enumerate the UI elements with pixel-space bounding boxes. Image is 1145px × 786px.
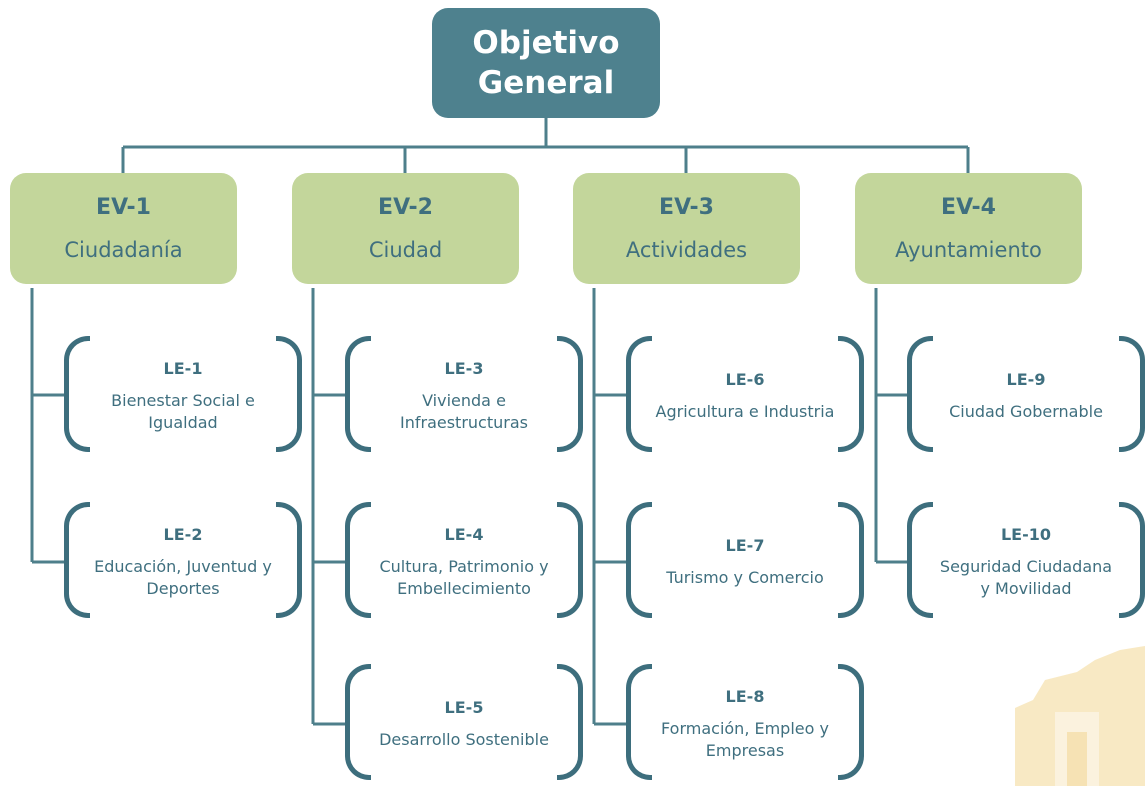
ev-name: Ciudad bbox=[368, 237, 443, 262]
root-title-line1: Objetivo bbox=[472, 25, 620, 61]
left-brace bbox=[345, 664, 371, 780]
le-code: LE-2 bbox=[163, 525, 203, 544]
ev-name: Ayuntamiento bbox=[895, 237, 1042, 262]
le-code: LE-9 bbox=[1006, 370, 1046, 389]
left-brace bbox=[626, 502, 652, 618]
le-code: LE-7 bbox=[725, 536, 765, 555]
ev-code: EV-2 bbox=[378, 194, 433, 220]
left-brace bbox=[64, 502, 90, 618]
right-brace bbox=[557, 502, 583, 618]
left-brace bbox=[345, 502, 371, 618]
right-brace bbox=[1119, 336, 1145, 452]
le-name: Agricultura e Industria bbox=[655, 402, 835, 421]
left-brace bbox=[626, 336, 652, 452]
ev-node-4: EV-4 Ayuntamiento bbox=[855, 173, 1082, 284]
right-brace bbox=[276, 502, 302, 618]
le-node-9: LE-9 Ciudad Gobernable bbox=[907, 336, 1145, 456]
left-brace bbox=[64, 336, 90, 452]
le-code: LE-10 bbox=[1000, 525, 1052, 544]
left-brace bbox=[345, 336, 371, 452]
root-node: Objetivo General bbox=[432, 8, 660, 118]
right-brace bbox=[557, 336, 583, 452]
le-node-10: LE-10 Seguridad Ciudadana y Movilidad bbox=[907, 502, 1145, 622]
le-node-4: LE-4 Cultura, Patrimonio y Embellecimien… bbox=[345, 502, 583, 622]
le-code: LE-5 bbox=[444, 698, 484, 717]
le-node-8: LE-8 Formación, Empleo y Empresas bbox=[626, 664, 864, 784]
right-brace bbox=[557, 664, 583, 780]
building-watermark-icon bbox=[1015, 646, 1145, 786]
left-brace bbox=[907, 502, 933, 618]
le-code: LE-3 bbox=[444, 359, 484, 378]
root-title-line2: General bbox=[477, 65, 615, 101]
le-node-1: LE-1 Bienestar Social e Igualdad bbox=[64, 336, 302, 456]
le-name: Bienestar Social e Igualdad bbox=[111, 391, 255, 432]
right-brace bbox=[276, 336, 302, 452]
right-brace bbox=[1119, 502, 1145, 618]
le-node-3: LE-3 Vivienda e Infraestructuras bbox=[345, 336, 583, 456]
left-brace bbox=[907, 336, 933, 452]
le-node-7: LE-7 Turismo y Comercio bbox=[626, 502, 864, 622]
right-brace bbox=[838, 664, 864, 780]
le-name: Vivienda e Infraestructuras bbox=[400, 391, 528, 432]
ev-name: Actividades bbox=[625, 237, 748, 262]
le-code: LE-1 bbox=[163, 359, 203, 378]
le-name: Ciudad Gobernable bbox=[949, 402, 1103, 421]
le-name: Educación, Juventud y Deportes bbox=[94, 557, 272, 598]
ev-code: EV-1 bbox=[96, 194, 151, 220]
le-name: Seguridad Ciudadana y Movilidad bbox=[939, 557, 1113, 598]
le-node-6: LE-6 Agricultura e Industria bbox=[626, 336, 864, 456]
left-brace bbox=[626, 664, 652, 780]
ev-node-3: EV-3 Actividades bbox=[573, 173, 800, 284]
le-name: Desarrollo Sostenible bbox=[379, 730, 549, 749]
le-name: Formación, Empleo y Empresas bbox=[661, 719, 829, 760]
le-code: LE-4 bbox=[444, 525, 484, 544]
right-brace bbox=[838, 502, 864, 618]
le-code: LE-6 bbox=[725, 370, 765, 389]
right-brace bbox=[838, 336, 864, 452]
le-node-5: LE-5 Desarrollo Sostenible bbox=[345, 664, 583, 784]
ev-code: EV-4 bbox=[941, 194, 996, 220]
le-code: LE-8 bbox=[725, 687, 765, 706]
ev-node-2: EV-2 Ciudad bbox=[292, 173, 519, 284]
ev-node-1: EV-1 Ciudadanía bbox=[10, 173, 237, 284]
ev-name: Ciudadanía bbox=[64, 237, 183, 262]
le-node-2: LE-2 Educación, Juventud y Deportes bbox=[64, 502, 302, 622]
ev-code: EV-3 bbox=[659, 194, 714, 220]
le-name: Turismo y Comercio bbox=[666, 568, 824, 587]
le-name: Cultura, Patrimonio y Embellecimiento bbox=[379, 557, 549, 598]
